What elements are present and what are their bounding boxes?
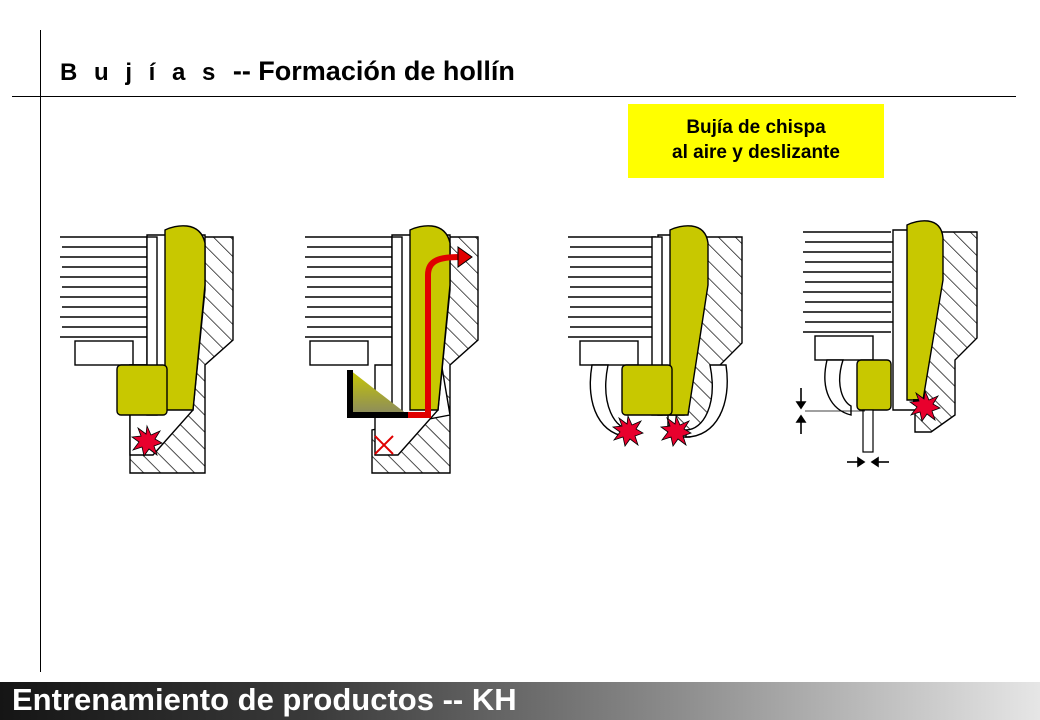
page-title: B u j í a s -- Formación de hollín bbox=[60, 56, 515, 87]
diagram-soot-path bbox=[304, 225, 479, 474]
callout-line-1: Bujía de chispa bbox=[686, 117, 826, 138]
ground-electrode-right bbox=[685, 364, 728, 438]
diagram-gap-dimensions bbox=[795, 220, 978, 468]
footer-bar: Entrenamiento de productos -- KH bbox=[0, 682, 1040, 720]
header-rule bbox=[12, 96, 1016, 97]
diagram-spark-in-air bbox=[59, 225, 234, 474]
creep-arrow-icon bbox=[408, 254, 461, 418]
gap-arrows-icon bbox=[795, 388, 889, 468]
insulator bbox=[164, 225, 206, 411]
callout-line-2: al aire y deslizante bbox=[672, 142, 840, 163]
blocked-spark-icon bbox=[374, 435, 394, 455]
title-spaced: B u j í a s bbox=[60, 59, 221, 86]
diagram-air-gliding-spark bbox=[567, 225, 743, 447]
left-rule bbox=[40, 30, 41, 672]
soot-layer bbox=[347, 370, 408, 418]
footer-text: Entrenamiento de productos -- KH bbox=[12, 682, 517, 717]
callout-box: Bujía de chispa al aire y deslizante bbox=[628, 104, 884, 178]
title-rest: -- Formación de hollín bbox=[232, 56, 515, 86]
